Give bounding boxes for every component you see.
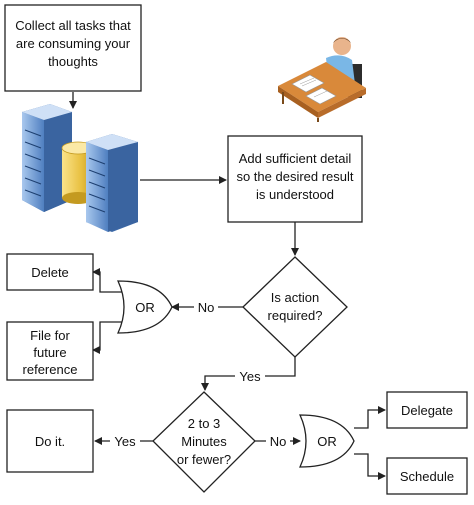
action-line-2: required? xyxy=(268,308,323,323)
arrow-or-to-delete xyxy=(92,268,124,293)
label-yes-action: Yes xyxy=(239,369,261,384)
file-line-2: future xyxy=(33,345,66,360)
delegate-label: Delegate xyxy=(401,403,453,418)
collect-line-2: are consuming your xyxy=(16,36,131,51)
collect-line-3: thoughts xyxy=(48,54,98,69)
schedule-box: Schedule xyxy=(386,457,468,495)
detail-line-3: is understood xyxy=(256,187,334,202)
file-line-3: reference xyxy=(23,362,78,377)
label-yes-minutes: Yes xyxy=(114,434,136,449)
minutes-decision: 2 to 3 Minutes or fewer? xyxy=(152,391,256,493)
or-left-label: OR xyxy=(135,300,155,315)
or-gate-right: OR xyxy=(298,414,355,468)
minutes-line-1: 2 to 3 xyxy=(188,416,221,431)
delegate-box: Delegate xyxy=(386,391,468,429)
arrow-or-to-delegate xyxy=(354,406,386,429)
file-line-1: File for xyxy=(30,328,70,343)
detail-line-1: Add sufficient detail xyxy=(239,151,352,166)
label-no-minutes: No xyxy=(270,434,287,449)
or-right-label: OR xyxy=(317,434,337,449)
or-gate-left: OR xyxy=(116,280,173,334)
arrow-or-to-schedule xyxy=(354,453,386,480)
delete-label: Delete xyxy=(31,265,69,280)
arrow-or-to-file xyxy=(92,321,124,354)
label-no-action: No xyxy=(198,300,215,315)
schedule-label: Schedule xyxy=(400,469,454,484)
action-required-decision: Is action required? xyxy=(242,256,348,358)
collect-line-1: Collect all tasks that xyxy=(15,18,131,33)
file-reference-box: File for future reference xyxy=(6,321,94,381)
minutes-line-3: or fewer? xyxy=(177,452,231,467)
delete-box: Delete xyxy=(6,253,94,291)
collect-tasks-box: Collect all tasks that are consuming you… xyxy=(4,4,142,92)
minutes-line-2: Minutes xyxy=(181,434,227,449)
add-detail-box: Add sufficient detail so the desired res… xyxy=(227,135,363,223)
do-it-box: Do it. xyxy=(6,409,94,473)
detail-line-2: so the desired result xyxy=(236,169,353,184)
server-rack-icon xyxy=(22,104,138,232)
person-at-desk-icon xyxy=(278,37,366,122)
do-it-label: Do it. xyxy=(35,434,65,449)
action-line-1: Is action xyxy=(271,290,319,305)
